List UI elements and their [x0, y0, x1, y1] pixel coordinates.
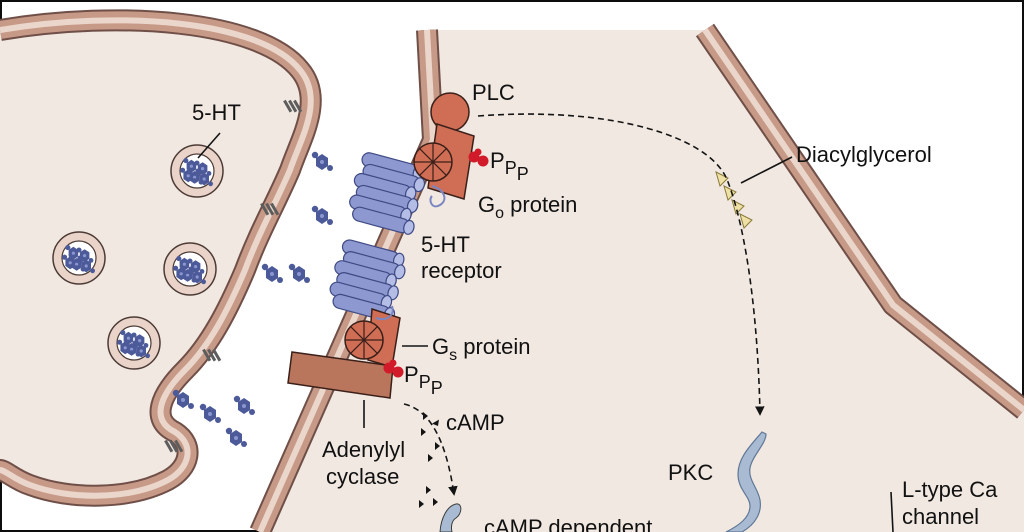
gs-phosphate-label: PPP	[404, 362, 443, 398]
l-type-ca-label-line2: channel	[902, 504, 980, 529]
go-protein-complex	[413, 92, 489, 208]
diacylglycerol-icon	[715, 171, 753, 229]
l-type-ca-label-line1: L-type Ca	[902, 477, 998, 502]
camp-arrow	[403, 403, 458, 496]
adenylyl-cyclase-label-line2: cyclase	[326, 464, 400, 489]
plc-label: PLC	[472, 80, 515, 105]
camp-dependent-kinase-icon	[439, 503, 462, 532]
serotonin-label: 5-HT	[192, 100, 241, 125]
adenylyl-cyclase-label-line1: Adenylyl	[322, 437, 406, 462]
gs-protein-complex	[287, 305, 404, 399]
label-leader-lines	[197, 132, 894, 532]
receptor-label-line1: 5-HT	[421, 232, 470, 257]
pkc-icon	[725, 431, 767, 532]
presynaptic-terminal	[0, 9, 322, 507]
pkc-label: PKC	[668, 460, 714, 485]
go-phosphate-label: PPP	[490, 148, 529, 184]
camp-label: cAMP	[446, 410, 505, 435]
receptor-label-line2: receptor	[421, 258, 502, 283]
go-protein-label: Go protein	[478, 192, 578, 222]
plc-to-pkc-arrow	[477, 113, 765, 416]
camp-dependent-label: cAMP dependent	[484, 515, 653, 532]
gs-protein-label: Gs protein	[432, 334, 531, 364]
diacylglycerol-label: Diacylglycerol	[796, 142, 932, 167]
